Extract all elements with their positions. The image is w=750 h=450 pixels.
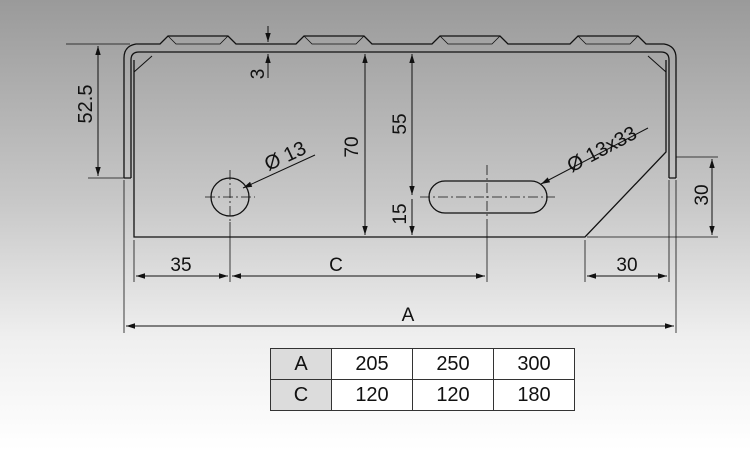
table-cell: 180 — [493, 379, 575, 411]
dim-flange-height: 52.5 — [75, 85, 97, 124]
row-label-a: A — [270, 348, 332, 380]
dim-hole-diameter: Ø 13 — [261, 137, 310, 175]
dim-bevel-length: 30 — [616, 255, 637, 276]
dim-left-offset: 35 — [170, 255, 191, 276]
dim-slot-size: Ø 13x33 — [564, 122, 641, 177]
table-cell: 205 — [331, 348, 413, 380]
table-row: A 205 250 300 — [270, 348, 575, 380]
dim-tread-gap: 3 — [248, 69, 269, 80]
center-lines — [205, 165, 555, 225]
size-table: A 205 250 300 C 120 120 180 — [270, 348, 575, 411]
extension-lines — [66, 43, 718, 333]
dim-right-height: 30 — [692, 184, 713, 205]
table-cell: 250 — [412, 348, 494, 380]
dim-overall-height: 70 — [342, 136, 363, 157]
dim-a-length: A — [402, 305, 415, 326]
table-cell: 300 — [493, 348, 575, 380]
table-cell: 120 — [331, 379, 413, 411]
row-label-c: C — [270, 379, 332, 411]
table-cell: 120 — [412, 379, 494, 411]
dim-c-length: C — [329, 255, 343, 276]
table-row: C 120 120 180 — [270, 379, 575, 411]
dimension-texts: 52.5 3 70 55 15 30 Ø 13 Ø 13x33 35 C 30 … — [75, 69, 713, 326]
dim-slot-bottom: 15 — [390, 203, 411, 224]
dim-slot-top: 55 — [390, 113, 411, 134]
dimension-lines — [95, 26, 715, 329]
